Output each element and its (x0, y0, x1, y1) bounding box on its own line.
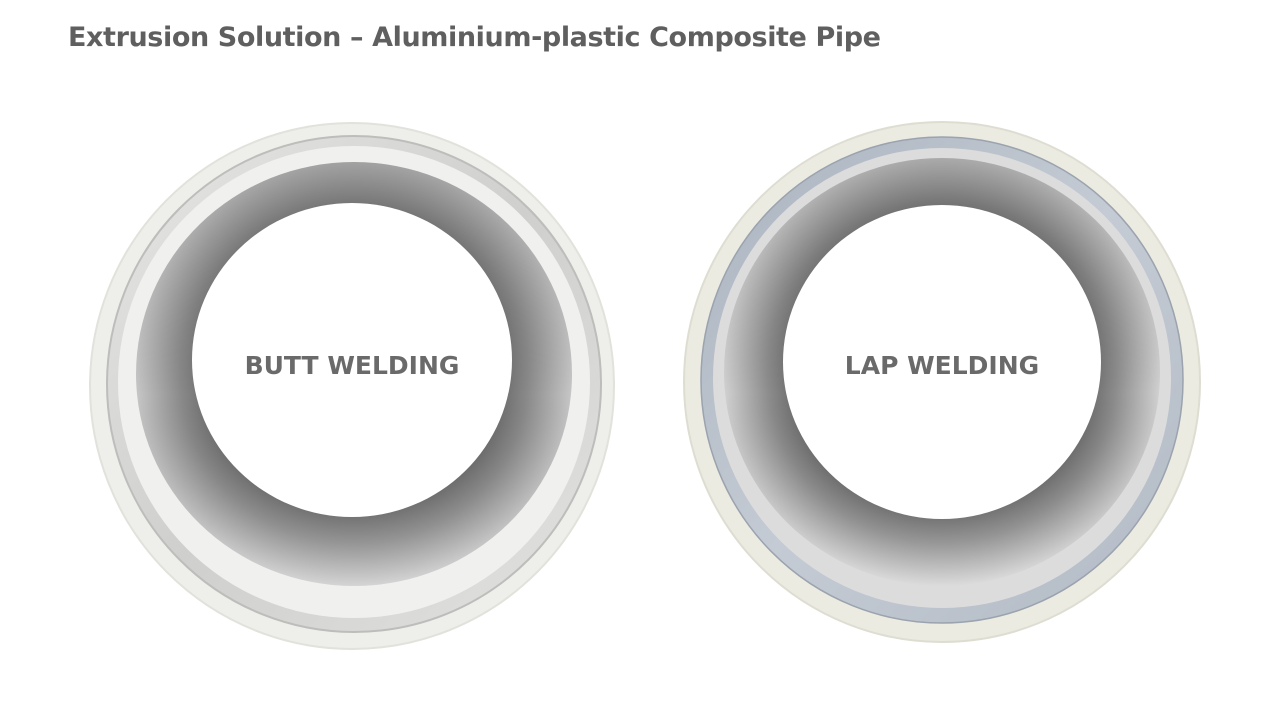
butt-welding-pipe: BUTT WELDING (89, 122, 615, 650)
slide-title: Extrusion Solution – Aluminium-plastic C… (68, 22, 881, 53)
butt-pipe-bore (192, 203, 512, 517)
lap-welding-label: LAP WELDING (845, 351, 1039, 380)
butt-welding-label: BUTT WELDING (245, 351, 460, 380)
lap-pipe-bore (783, 205, 1101, 519)
lap-welding-pipe: LAP WELDING (683, 121, 1201, 643)
